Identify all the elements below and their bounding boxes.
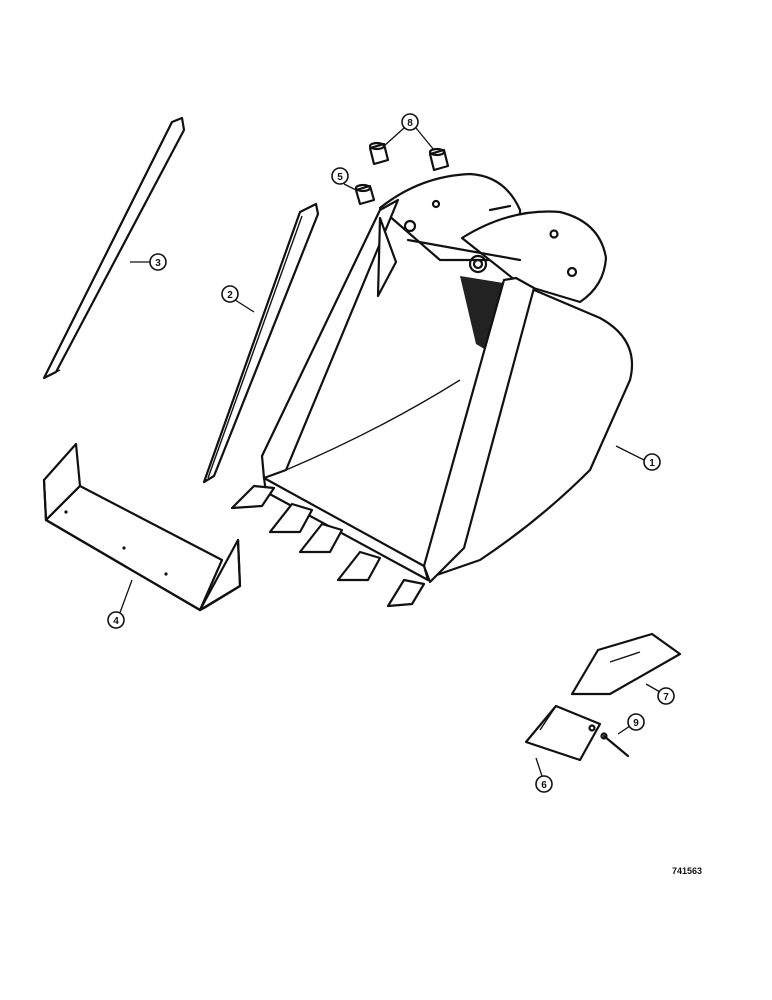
svg-text:1: 1 xyxy=(649,458,655,469)
callout-7: 7 xyxy=(657,687,675,705)
callout-2: 2 xyxy=(221,285,239,303)
tooth-adapter-part-6 xyxy=(524,704,602,762)
svg-text:9: 9 xyxy=(633,718,639,729)
side-cutter-part-2 xyxy=(202,202,320,484)
svg-text:7: 7 xyxy=(663,692,669,703)
figure-number: 741563 xyxy=(672,866,702,876)
bushing-part-5 xyxy=(354,183,376,206)
callout-1: 1 xyxy=(643,453,661,471)
callout-6: 6 xyxy=(535,775,553,793)
svg-text:8: 8 xyxy=(407,118,413,129)
callout-5: 5 xyxy=(331,167,349,185)
svg-text:6: 6 xyxy=(541,780,547,791)
svg-text:3: 3 xyxy=(155,258,161,269)
leader-lines xyxy=(117,127,661,783)
bushing-pair-part-8 xyxy=(368,141,450,172)
callout-4: 4 xyxy=(107,611,125,629)
svg-text:2: 2 xyxy=(227,290,233,301)
wear-plate-part-4 xyxy=(42,442,242,612)
callout-9: 9 xyxy=(627,713,645,731)
side-cutter-part-3 xyxy=(42,116,186,380)
bucket-body-part-1 xyxy=(230,172,634,608)
svg-text:5: 5 xyxy=(337,172,343,183)
callout-8: 8 xyxy=(401,113,419,131)
pin-part-9 xyxy=(600,732,630,758)
tooth-point-part-7 xyxy=(570,632,682,696)
callout-3: 3 xyxy=(149,253,167,271)
svg-text:4: 4 xyxy=(113,616,119,627)
